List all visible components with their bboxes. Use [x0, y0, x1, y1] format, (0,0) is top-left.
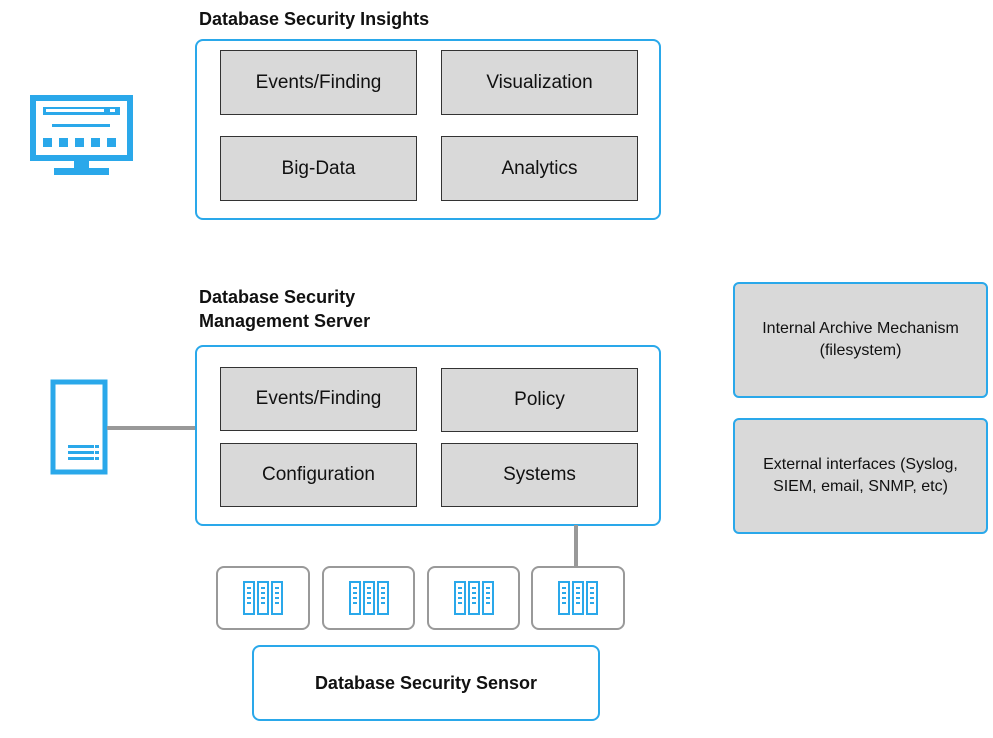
monitor-icon: [30, 95, 133, 177]
sensor-node-2: [322, 566, 415, 630]
external-label-line1: External interfaces (Syslog,: [763, 456, 958, 473]
insights-cell-visualization: Visualization: [441, 50, 638, 115]
sensor-node-4: [531, 566, 625, 630]
management-cell-policy: Policy: [441, 368, 638, 432]
sensor-node-1: [216, 566, 310, 630]
server-tower-icon: [50, 379, 108, 475]
insights-cell-analytics: Analytics: [441, 136, 638, 201]
server-rack-icon: [453, 581, 494, 615]
server-rack-icon: [243, 581, 283, 615]
management-cell-configuration: Configuration: [220, 443, 417, 507]
insights-cell-events: Events/Finding: [220, 50, 417, 115]
management-title-line2: Management Server: [199, 311, 371, 331]
sensor-label-box: Database Security Sensor: [252, 645, 600, 721]
external-interfaces-box: External interfaces (Syslog, SIEM, email…: [733, 418, 988, 534]
management-title-line1: Database Security: [199, 287, 356, 307]
management-cell-events: Events/Finding: [220, 367, 417, 431]
server-connector-line: [107, 426, 196, 430]
insights-title: Database Security Insights: [199, 9, 430, 29]
sensor-node-3: [427, 566, 520, 630]
archive-box: Internal Archive Mechanism (filesystem): [733, 282, 988, 398]
management-cell-systems: Systems: [441, 443, 638, 507]
management-title: Database Security Management Server: [199, 285, 370, 333]
sensor-connector-line: [574, 525, 578, 568]
server-rack-icon: [348, 581, 389, 615]
insights-cell-bigdata: Big-Data: [220, 136, 417, 201]
archive-label-line1: Internal Archive Mechanism: [762, 320, 959, 337]
external-label-line2: SIEM, email, SNMP, etc): [773, 478, 948, 495]
server-rack-icon: [558, 581, 598, 615]
archive-label-line2: (filesystem): [819, 342, 902, 359]
